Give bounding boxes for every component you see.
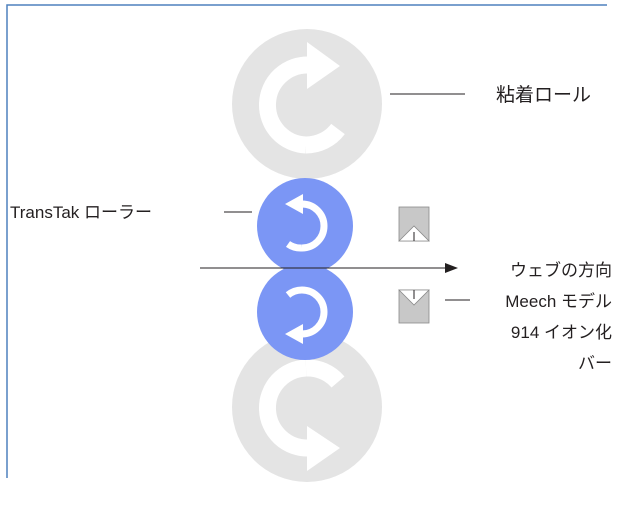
web-direction-label: ウェブの方向	[510, 260, 612, 280]
transtak-roller-top-icon	[257, 178, 353, 274]
ionizer-label-line1: Meech モデル	[505, 291, 612, 311]
adhesive-roll-label: 粘着ロール	[496, 84, 591, 106]
adhesive-roll-top-icon	[232, 29, 382, 179]
ionizer-bar-bottom-icon	[398, 289, 430, 324]
transtak-roller-bottom-icon	[257, 264, 353, 360]
ionizer-label-line2: 914 イオン化	[511, 323, 612, 342]
ionizer-bar-top-icon	[398, 206, 430, 242]
frame-border	[6, 4, 607, 478]
ionizer-label-line3: バー	[578, 354, 612, 373]
web-direction-arrow-icon	[200, 263, 458, 273]
adhesive-roll-bottom-icon	[232, 332, 382, 482]
transtak-roller-label: TransTak ローラー	[10, 203, 152, 222]
